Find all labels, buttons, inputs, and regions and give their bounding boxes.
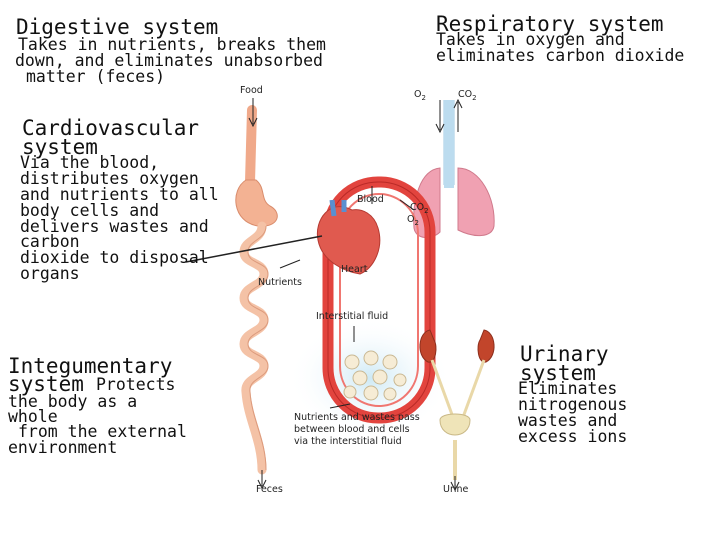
- food-label: Food: [240, 85, 263, 96]
- o2-top-label: O2: [414, 89, 426, 102]
- cardiovascular-desc-line-6: carbon: [20, 232, 80, 251]
- urinary-title-line-2: system: [520, 361, 596, 385]
- bladder: [439, 413, 471, 436]
- urinary-title-line-1: Urinary: [520, 342, 609, 366]
- integumentary-desc-line-3: from the external: [18, 422, 187, 441]
- urine-label: Urine: [443, 484, 469, 495]
- cardiovascular-desc-line-3: and nutrients to all: [20, 185, 219, 204]
- respiratory-desc-line-1: Takes in oxygen and: [436, 30, 625, 49]
- interstitial-fluid-label: Interstitial fluid: [316, 311, 389, 322]
- small-intestine: [239, 221, 269, 475]
- cardiovascular-title-line-1: Cardiovascular: [22, 116, 200, 140]
- exchange-line-1: Nutrients and wastes pass: [294, 412, 420, 423]
- urinary-desc-line-3: wastes and: [518, 411, 618, 430]
- exchange-line-2: between blood and cells: [294, 424, 410, 435]
- cardiovascular-desc-line-4: body cells and: [20, 201, 160, 220]
- integumentary-desc-line-4: environment: [8, 438, 118, 457]
- cardiovascular-desc-line-8: organs: [20, 264, 80, 283]
- cardiovascular-desc-line-5: delivers wastes and: [20, 217, 209, 236]
- interstitial-cells: [343, 350, 407, 401]
- kidneys: [419, 329, 437, 363]
- cardiovascular-pointer-line: [185, 235, 323, 263]
- respiratory-title: Respiratory system: [436, 12, 664, 36]
- digestive-desc-line-2: down, and eliminates unabsorbed: [15, 51, 323, 70]
- urinary-desc-line-2: nitrogenous: [518, 395, 628, 414]
- esophagus: [245, 105, 257, 187]
- digestive-desc-line-3: matter (feces): [26, 67, 166, 86]
- digestive-desc-line-1: Takes in nutrients, breaks them: [18, 35, 326, 54]
- integumentary-desc-line-1: the body as a: [8, 392, 138, 411]
- respiratory-desc-line-2: eliminates carbon dioxide: [436, 46, 685, 65]
- feces-label: Feces: [256, 484, 283, 495]
- integumentary-desc-line-2: whole: [8, 407, 58, 426]
- nutrients-label: Nutrients: [258, 277, 302, 288]
- urinary-desc-line-1: Eliminates: [518, 379, 618, 398]
- integumentary-desc-inline: Protects: [96, 375, 176, 394]
- urinary-desc-line-4: excess ions: [518, 427, 628, 446]
- heart: [316, 206, 381, 275]
- flow-arrows: [248, 98, 463, 492]
- blood-label: Blood: [357, 194, 384, 205]
- cardiovascular-desc-line-7: dioxide to disposal: [20, 248, 209, 267]
- co2-mid-label: CO2: [410, 202, 429, 215]
- heart-label: Heart: [341, 264, 368, 275]
- stomach: [235, 179, 278, 227]
- exchange-line-3: via the interstitial fluid: [294, 436, 402, 447]
- integumentary-title-line-2: system: [8, 372, 84, 396]
- cardiovascular-desc-line-1: Via the blood,: [20, 153, 160, 172]
- co2-top-label: CO2: [458, 89, 477, 102]
- integumentary-title-line-1: Integumentary: [8, 354, 173, 378]
- cardiovascular-title-line-2: system: [22, 135, 98, 159]
- o2-mid-label: O2: [407, 214, 419, 227]
- digestive-title: Digestive system: [16, 15, 219, 39]
- cardiovascular-desc-line-2: distributes oxygen: [20, 169, 199, 188]
